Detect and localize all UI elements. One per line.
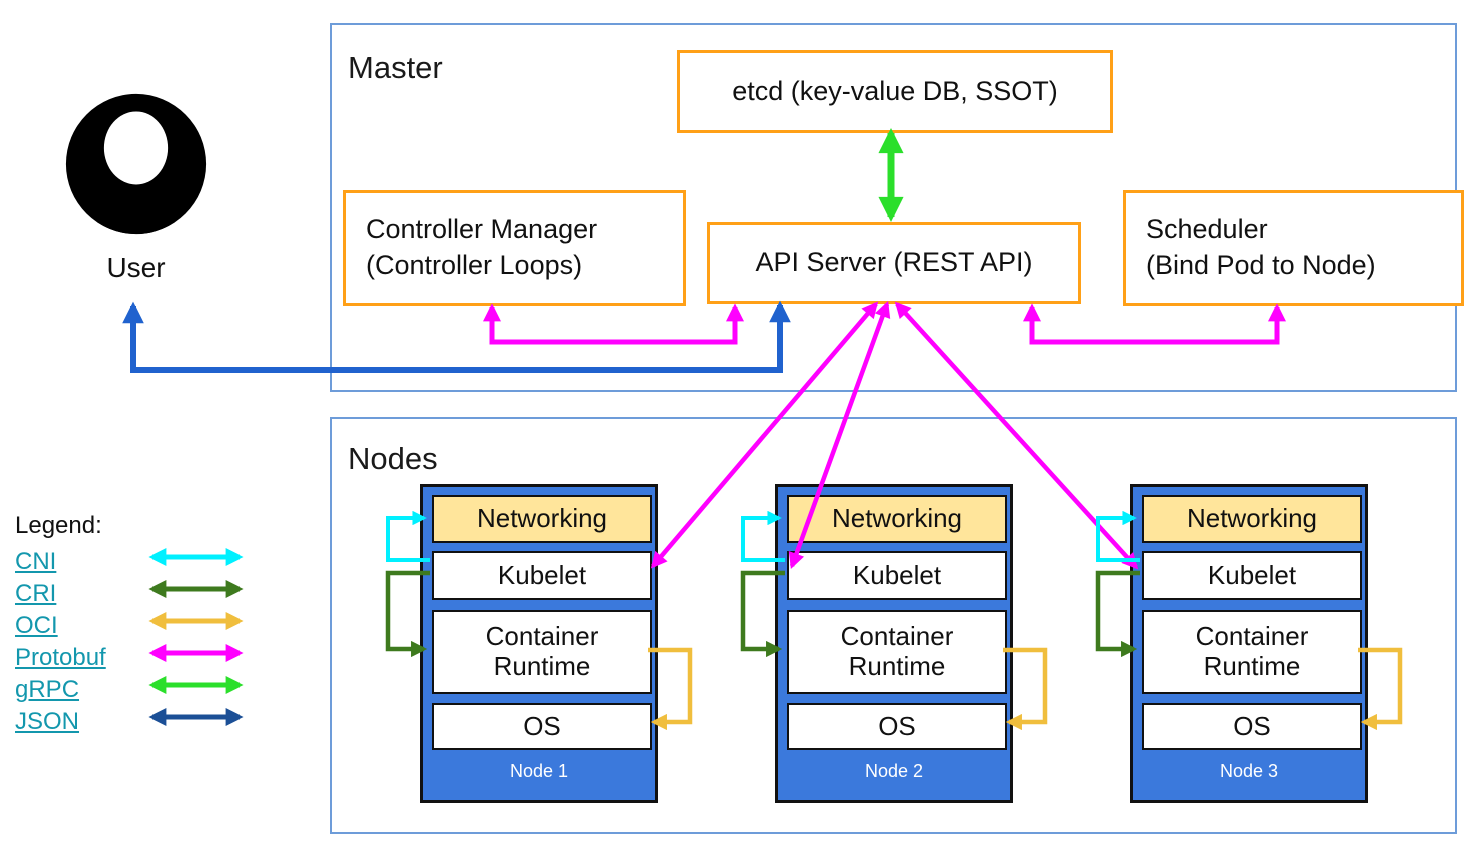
controller-manager-label-line2: (Controller Loops)	[366, 250, 583, 280]
node-2-networking-label: Networking	[831, 503, 963, 534]
legend-link-protobuf[interactable]: Protobuf	[15, 644, 106, 671]
user-avatar-icon	[65, 93, 207, 255]
node-2-box: Networking Kubelet Container Runtime OS …	[775, 484, 1013, 803]
node-2-os-label: OS	[878, 710, 916, 741]
node-2-container-runtime-layer: Container Runtime	[787, 610, 1007, 694]
user-icon	[63, 91, 209, 255]
node-2-kubelet-label: Kubelet	[852, 559, 942, 590]
legend-link-json[interactable]: JSON	[15, 708, 80, 735]
scheduler-box: Scheduler (Bind Pod to Node)	[1123, 190, 1464, 306]
node-1-kubelet-label: Kubelet	[497, 559, 587, 590]
node-3-container-runtime-label: Container Runtime	[1195, 621, 1309, 681]
master-title: Master	[348, 50, 443, 85]
node-1-os-layer: OS	[432, 703, 652, 750]
api-server-box: API Server (REST API)	[707, 222, 1081, 304]
etcd-label: etcd (key-value DB, SSOT)	[732, 75, 1058, 106]
controller-manager-label-line1: Controller Manager	[366, 214, 598, 245]
node-3-kubelet-layer: Kubelet	[1142, 551, 1362, 600]
node-3-networking-label: Networking	[1186, 503, 1318, 534]
legend-link-oci[interactable]: OCI	[15, 612, 58, 639]
legend-link-cri[interactable]: CRI	[15, 580, 57, 607]
node-2-container-runtime-label: Container Runtime	[840, 621, 954, 681]
node-2-os-layer: OS	[787, 703, 1007, 750]
node-1-container-runtime-label: Container Runtime	[485, 621, 599, 681]
controller-manager-box: Controller Manager (Controller Loops)	[343, 190, 686, 306]
node-2-kubelet-layer: Kubelet	[787, 551, 1007, 600]
node-3-box: Networking Kubelet Container Runtime OS …	[1130, 484, 1368, 803]
node-1-networking-layer: Networking	[432, 495, 652, 543]
legend-link-grpc[interactable]: gRPC	[15, 676, 80, 703]
nodes-title: Nodes	[348, 441, 438, 476]
node-3-os-label: OS	[1233, 710, 1271, 741]
etcd-box: etcd (key-value DB, SSOT)	[677, 50, 1113, 133]
node-3-os-layer: OS	[1142, 703, 1362, 750]
node-1-networking-label: Networking	[476, 503, 608, 534]
node-1-box: Networking Kubelet Container Runtime OS …	[420, 484, 658, 803]
legend-title: Legend:	[15, 512, 102, 539]
legend-link-cni[interactable]: CNI	[15, 548, 57, 575]
legend: Legend: CNI CRI OCI Protobuf gRPC JSON	[15, 512, 106, 738]
node-3-networking-layer: Networking	[1142, 495, 1362, 543]
node-1-os-label: OS	[523, 710, 561, 741]
scheduler-label-line2: (Bind Pod to Node)	[1146, 250, 1376, 280]
node-1-kubelet-layer: Kubelet	[432, 551, 652, 600]
user-label: User	[106, 252, 166, 283]
nodes-frame	[330, 417, 1457, 834]
scheduler-label-line1: Scheduler	[1146, 214, 1268, 245]
node-3-container-runtime-layer: Container Runtime	[1142, 610, 1362, 694]
node-3-kubelet-label: Kubelet	[1207, 559, 1297, 590]
node-2-label: Node 2	[864, 761, 924, 781]
node-3-label: Node 3	[1219, 761, 1279, 781]
node-1-container-runtime-layer: Container Runtime	[432, 610, 652, 694]
node-1-label: Node 1	[509, 761, 569, 781]
node-2-networking-layer: Networking	[787, 495, 1007, 543]
api-server-label: API Server (REST API)	[755, 247, 1033, 278]
